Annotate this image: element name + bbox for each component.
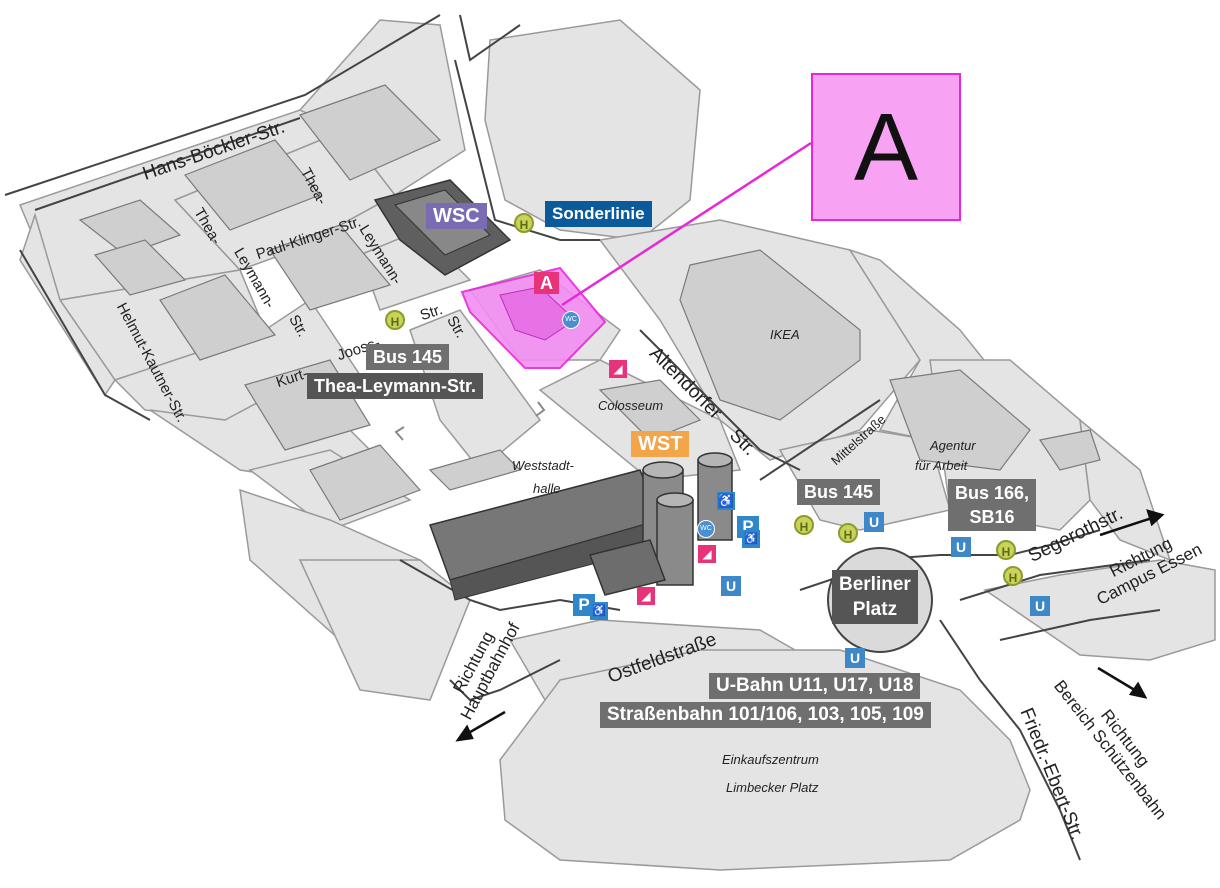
label-bus-145: Bus 145 (797, 479, 881, 505)
place-agentur-2: für Arbeit (915, 458, 968, 473)
callout-line (561, 141, 812, 307)
label-berliner-platz: Berliner Platz (832, 570, 918, 624)
label-ubahn: U-Bahn U11, U17, U18 (709, 673, 921, 699)
stairs-icon: ◢ (698, 545, 716, 563)
ubahn-icon: U (845, 648, 865, 668)
label-bus-166-line1: Bus 166, (955, 483, 1030, 503)
place-agentur-1: Agentur (930, 438, 976, 453)
bus-stop-icon: H (1003, 566, 1023, 586)
label-berliner-line1: Berliner (839, 574, 911, 595)
label-strassenbahn: Straßenbahn 101/106, 103, 105, 109 (600, 702, 931, 728)
bus-stop-icon: H (838, 523, 858, 543)
ubahn-icon: U (864, 512, 884, 532)
bus-stop-icon: H (514, 213, 534, 233)
label-bus-145-thea: Bus 145 (366, 344, 450, 370)
bus-stop-icon: H (794, 515, 814, 535)
place-ikea: IKEA (770, 327, 800, 342)
place-colosseum: Colosseum (598, 398, 664, 413)
walk-arrows (394, 401, 546, 441)
label-building-a: A (534, 272, 559, 294)
ubahn-icon: U (721, 576, 741, 596)
buildings (78, 84, 1101, 521)
label-thea-leymann-stop: Thea-Leymann-Str. (307, 373, 484, 399)
bus-stop-icon: H (385, 310, 405, 330)
place-weststadthalle-2: halle (533, 481, 561, 496)
label-sonderlinie: Sonderlinie (545, 201, 652, 227)
label-wst: WST (631, 431, 690, 457)
parking-icon: P (573, 594, 595, 616)
wc-icon: WC (697, 520, 715, 538)
wst-towers (589, 452, 733, 596)
wheelchair-icon: ♿ (717, 492, 735, 510)
direction-arrows (455, 509, 1165, 742)
ubahn-icon: U (951, 537, 971, 557)
label-berliner-line2: Platz (852, 599, 898, 620)
place-limbecker-platz: Limbecker Platz (726, 780, 819, 795)
bus-stop-icon: H (996, 540, 1016, 560)
stairs-icon: ◢ (637, 587, 655, 605)
stairs-icon: ◢ (609, 360, 627, 378)
ubahn-icon: U (1030, 596, 1050, 616)
callout-building-a: A (811, 73, 961, 221)
label-bus-166: Bus 166, SB16 (948, 479, 1037, 531)
label-wsc: WSC (426, 203, 487, 229)
wheelchair-icon: ♿ (590, 602, 608, 620)
label-bus-166-line2: SB16 (969, 507, 1015, 527)
wheelchair-icon: ♿ (742, 530, 760, 548)
place-weststadthalle-1: Weststadt- (512, 458, 574, 473)
wc-icon: WC (562, 311, 580, 329)
place-einkaufszentrum: Einkaufszentrum (722, 752, 819, 767)
weststadthalle-building (429, 469, 666, 601)
